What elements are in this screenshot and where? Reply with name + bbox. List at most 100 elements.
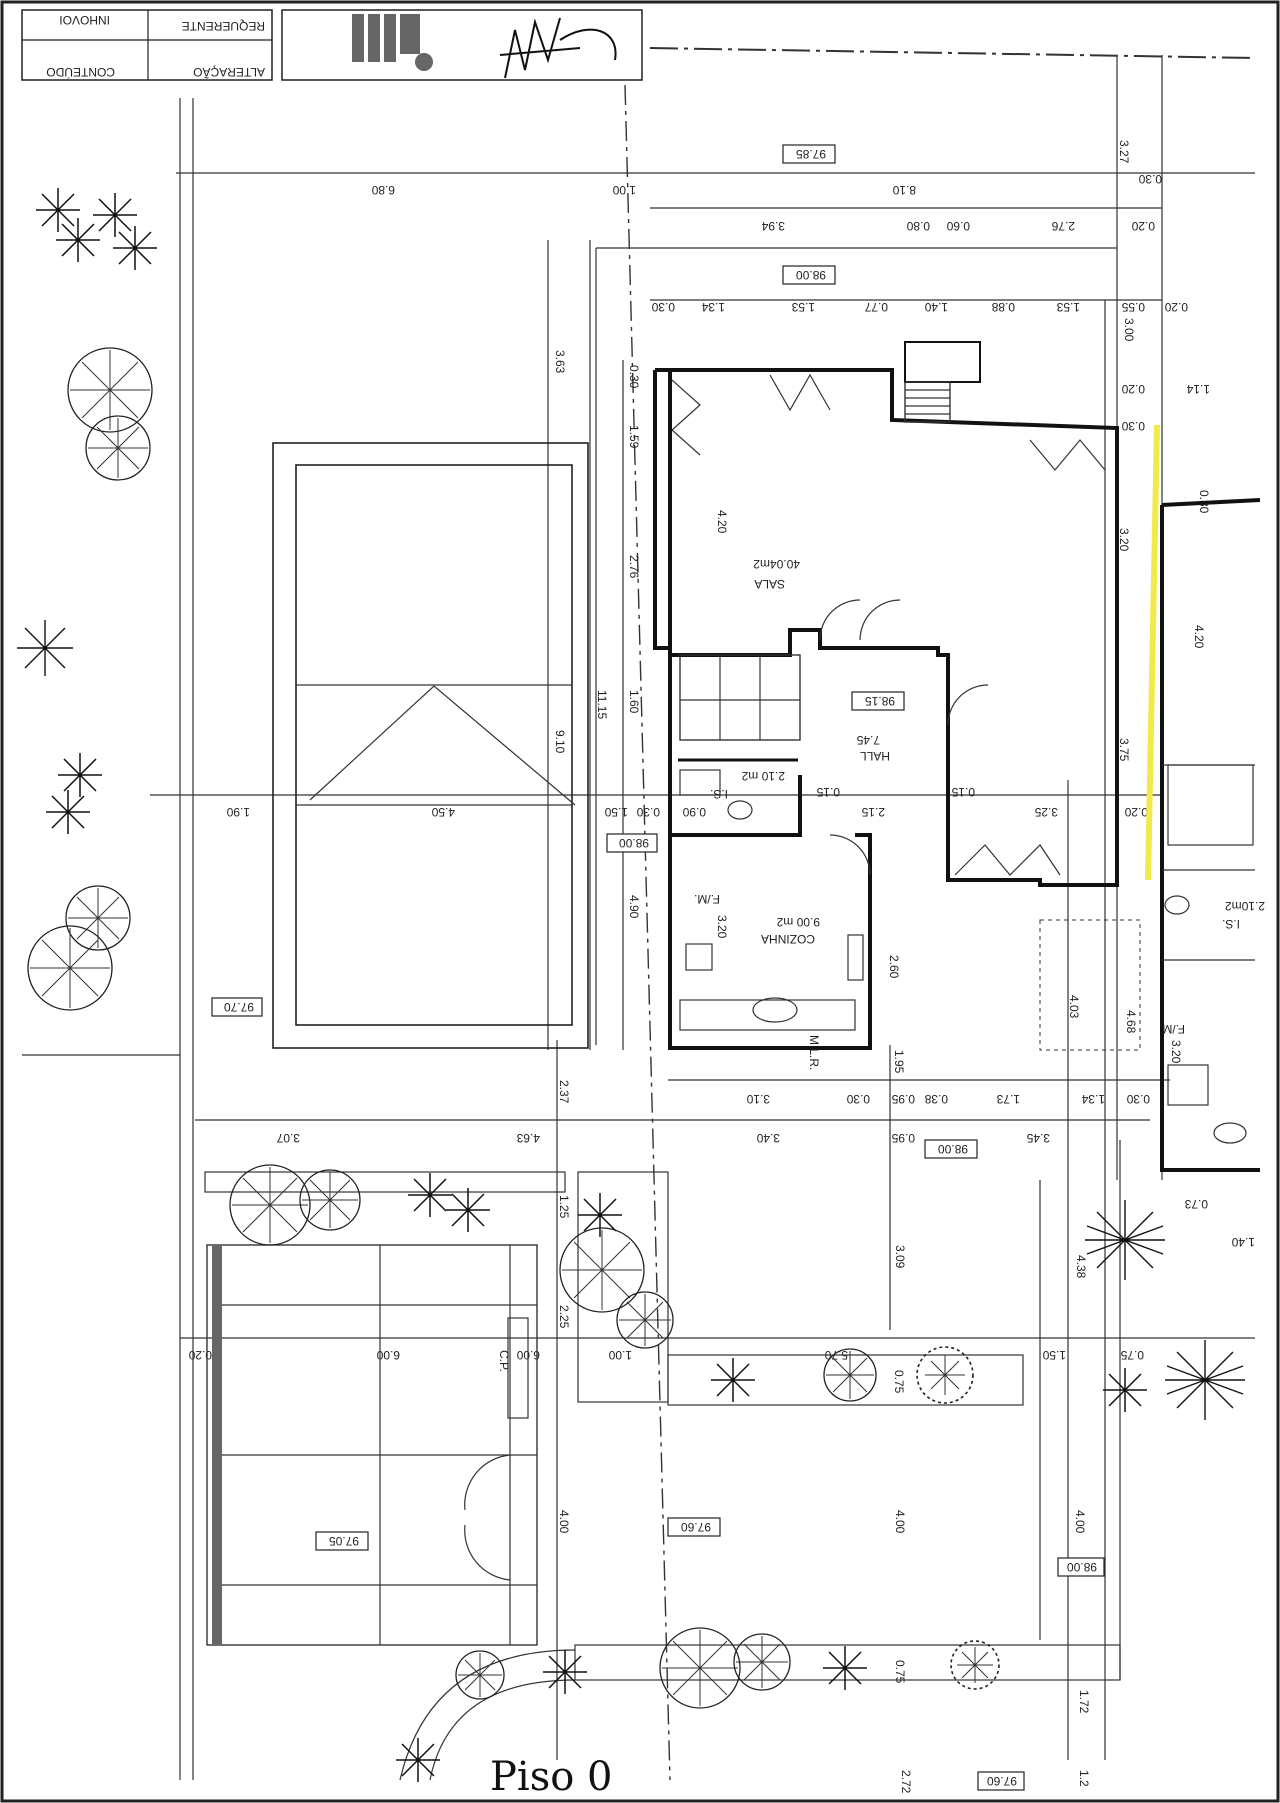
- door-icon: [829, 834, 871, 876]
- dim-label: 1.2: [1077, 1770, 1091, 1787]
- dim-label: 0.30: [636, 805, 660, 819]
- tree-icon: [113, 226, 157, 270]
- tree-icon: [950, 1640, 1000, 1690]
- dim-label: 1.00: [612, 183, 636, 197]
- tree-icon: [823, 1646, 867, 1690]
- level-tag: 98.00: [924, 1139, 978, 1159]
- room-area-hall: 7.45: [856, 733, 880, 747]
- trees: [17, 188, 1245, 1782]
- tree-icon: [408, 1173, 452, 1217]
- dim-label: 1.53: [791, 300, 815, 314]
- dim-label: 6.00: [376, 1348, 400, 1362]
- annotation-fm: F./M.: [694, 892, 720, 906]
- dim-label: 0.75: [1120, 1348, 1144, 1362]
- dim-label: 1.00: [608, 1348, 632, 1362]
- dim-label: 3.20: [1169, 1040, 1183, 1064]
- dim-label: 4.03: [1067, 995, 1081, 1019]
- neighbour-unit: [1160, 498, 1261, 1172]
- tree-icon: [543, 1650, 587, 1694]
- dim-label: 3.25: [1034, 805, 1058, 819]
- dim-label: 1.59: [627, 425, 641, 449]
- dim-label: 0.20: [1164, 300, 1188, 314]
- dim-label: 0.38: [924, 1092, 948, 1106]
- garden-area: C.P.: [204, 919, 1141, 1781]
- tree-icon: [616, 1291, 674, 1349]
- tree-icon: [733, 1633, 791, 1691]
- dim-label: 0.88: [991, 300, 1015, 314]
- stove-icon: [685, 943, 713, 971]
- door-icon: [819, 599, 861, 641]
- room-area-cozinha: 9.00 m2: [776, 915, 820, 929]
- svg-text:97.70: 97.70: [224, 1000, 254, 1014]
- dim-label: 0.20: [1121, 382, 1145, 396]
- title-block: CONTEÚDO ALTERAÇÃO REQUERENTE INHOVOI: [21, 9, 643, 81]
- dim-label: 4.20: [715, 510, 729, 534]
- toilet-icon: [727, 800, 753, 820]
- dim-label: 1.53: [1056, 300, 1080, 314]
- dim-label: 3.63: [553, 350, 567, 374]
- door-icon: [464, 1454, 511, 1581]
- dim-label: 0.90: [682, 805, 706, 819]
- room-name-is-right: I.S.: [1222, 917, 1240, 931]
- content-label: CONTEÚDO: [46, 65, 115, 80]
- house-walls: [595, 247, 1119, 1050]
- dim-label: 4.38: [1074, 1255, 1088, 1279]
- tree-icon: [916, 1346, 974, 1404]
- sink-icon: [752, 997, 798, 1023]
- dim-label: 0.30: [651, 300, 675, 314]
- dim-label: 2.76: [627, 555, 641, 579]
- dim-label: 0.20: [1124, 805, 1148, 819]
- tree-icon: [559, 1227, 645, 1313]
- level-tag: 98.00: [782, 265, 836, 285]
- dim-label: 0.30: [1138, 172, 1162, 186]
- level-tag: 97.60: [667, 1517, 721, 1537]
- tree-icon: [67, 347, 153, 433]
- title-field-text: INHOVOI: [59, 13, 110, 27]
- dim-label: 0.73: [1184, 1197, 1208, 1211]
- alteration-label: ALTERAÇÃO: [193, 65, 265, 79]
- dim-label: 0.15: [816, 785, 840, 799]
- dim-label: 0.30: [846, 1092, 870, 1106]
- room-area-sala: 40.04m2: [753, 557, 800, 571]
- dim-label: 0.20: [188, 1348, 212, 1362]
- room-name-hall: HALL: [860, 749, 890, 763]
- level-tag: 98.00: [606, 833, 658, 853]
- dim-label: 3.94: [761, 219, 785, 233]
- dim-label: 3.09: [893, 1245, 907, 1269]
- tree-icon: [711, 1358, 755, 1402]
- annotation-fm-right: F./M.: [1159, 1022, 1185, 1036]
- dim-label: 8.10: [892, 183, 916, 197]
- dimension-lines: [150, 172, 1255, 1760]
- tree-icon: [455, 1650, 505, 1700]
- dim-label: 1.14: [1186, 382, 1210, 396]
- dim-label: 3.07: [276, 1131, 300, 1145]
- dim-label: 3.20: [1117, 528, 1131, 552]
- dim-label: 4.50: [431, 805, 455, 819]
- tree-icon: [27, 925, 113, 1011]
- level-tag: 98.00: [1057, 1557, 1105, 1577]
- dim-label: 2.25: [557, 1305, 571, 1329]
- tree-icon: [1103, 1368, 1147, 1412]
- svg-text:98.00: 98.00: [796, 268, 826, 282]
- svg-text:98.00: 98.00: [619, 836, 649, 850]
- dim-label: 1.73: [996, 1092, 1020, 1106]
- dim-label: 1.34: [1081, 1092, 1105, 1106]
- dim-label: 1.90: [226, 805, 250, 819]
- tree-icon: [36, 188, 80, 232]
- tree-icon: [823, 1348, 877, 1402]
- dim-label: 2.37: [557, 1080, 571, 1104]
- dim-label: 1.72: [1077, 1690, 1091, 1714]
- level-tag: 97.05: [315, 1531, 369, 1551]
- room-name-is: I.S.: [710, 787, 728, 801]
- door-icon: [1029, 439, 1106, 471]
- tree-icon: [93, 193, 137, 237]
- tree-icon: [229, 1164, 311, 1246]
- dim-label: 0.75: [892, 1370, 906, 1394]
- dim-label: 0.20: [1131, 219, 1155, 233]
- tree-icon: [446, 1188, 490, 1232]
- room-name-cozinha: COZINHA: [761, 932, 815, 946]
- dim-label: 4.00: [557, 1510, 571, 1534]
- dim-label: 3.75: [1117, 738, 1131, 762]
- svg-text:98.00: 98.00: [938, 1142, 968, 1156]
